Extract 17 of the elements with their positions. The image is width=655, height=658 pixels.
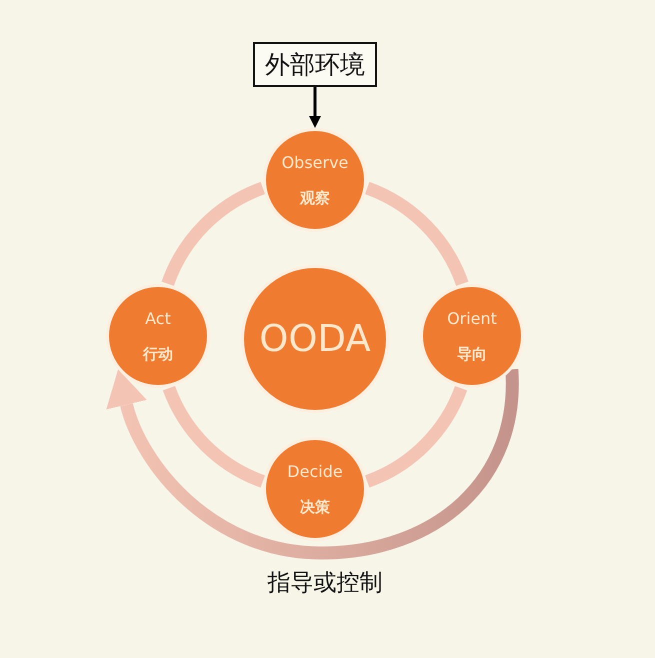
circle-label: 行动: [143, 344, 173, 363]
circle-label: OODA: [259, 316, 371, 362]
arrow: [309, 87, 321, 128]
box-label: 外部环境: [265, 50, 365, 80]
circle-label: Orient: [447, 309, 497, 329]
curved-arrow: [106, 369, 518, 560]
circle-label: Decide: [287, 462, 343, 482]
connector-arc: [364, 182, 468, 286]
circle-label: Observe: [282, 153, 348, 173]
text-box: [253, 42, 377, 87]
circle-label: 决策: [300, 498, 330, 516]
circle-label: 观察: [300, 188, 330, 207]
circle-label: Act: [145, 309, 171, 329]
connector-arc: [364, 386, 468, 488]
connector-arc: [162, 386, 266, 488]
connector-arc: [162, 182, 266, 286]
circle-label: 导向: [457, 344, 487, 363]
